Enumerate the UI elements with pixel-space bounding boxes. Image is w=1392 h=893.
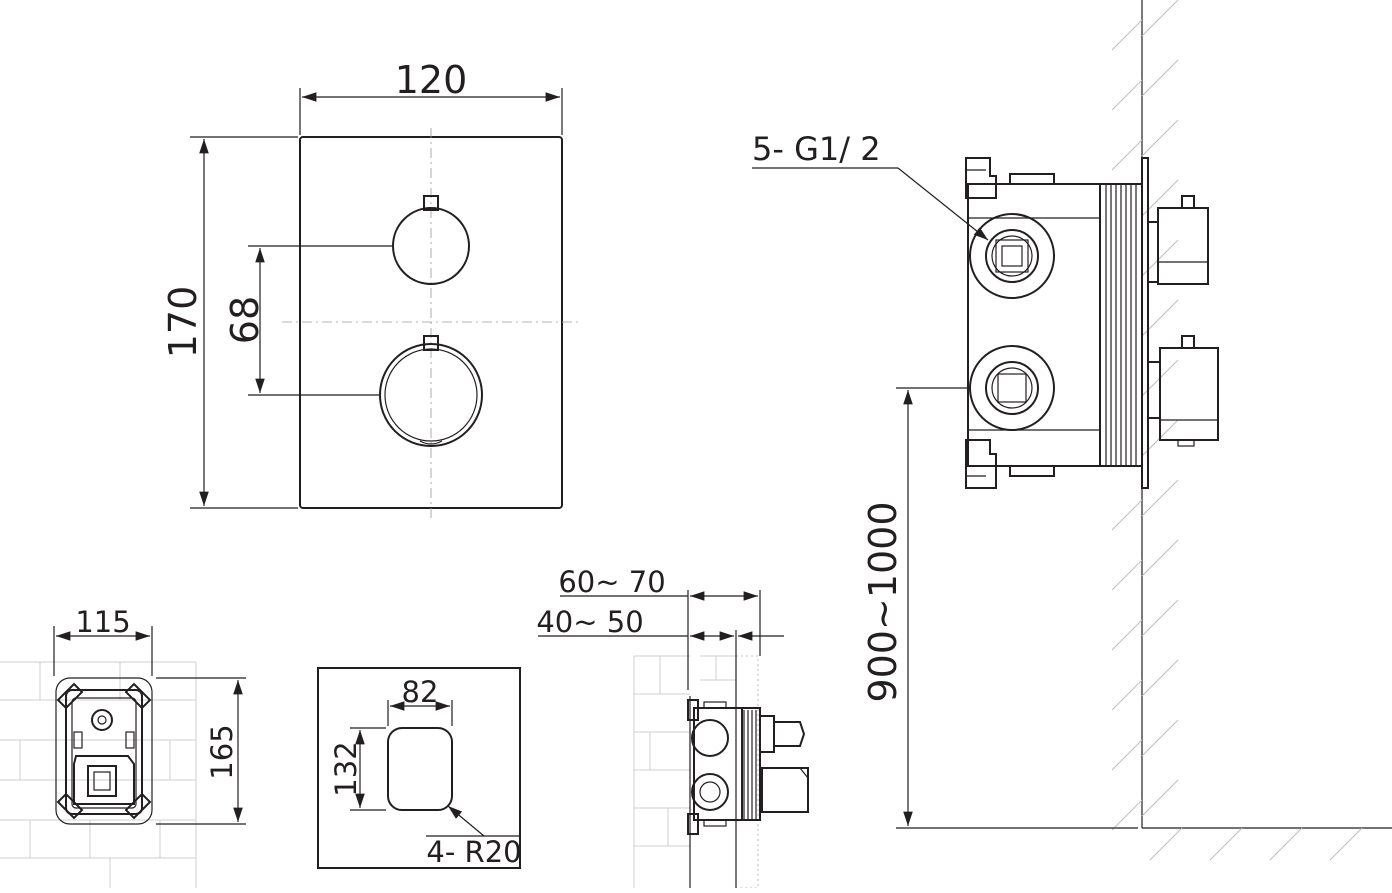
- threaded-sleeve: [1099, 157, 1149, 489]
- cutout-view: 82 132 4- R20: [317, 667, 522, 869]
- cutout-frame: [317, 667, 521, 869]
- cutout-height-label: 132: [329, 741, 363, 796]
- inner-depth-label: 40~ 50: [536, 605, 643, 639]
- cutout-width-label: 82: [402, 675, 439, 709]
- section-valve-body: [693, 707, 743, 821]
- lower-knob: [379, 335, 483, 447]
- side-view: 5- G1/ 2 900~1000: [752, 0, 1392, 861]
- wall-section-view: 60~ 70 40~ 50: [536, 565, 809, 889]
- front-width-label: 120: [395, 58, 468, 102]
- outer-depth-label: 60~ 70: [558, 565, 665, 599]
- box-height-label: 165: [205, 724, 239, 779]
- front-height-label: 170: [161, 286, 205, 359]
- upper-port: [969, 213, 1055, 299]
- mounting-box: [65, 689, 143, 815]
- upper-knob: [392, 195, 470, 285]
- cutout-radius-label: 4- R20: [426, 835, 521, 869]
- cutout-opening: [387, 727, 453, 811]
- connection-label: 5- G1/ 2: [752, 130, 881, 168]
- upper-cartridge: [1147, 195, 1209, 285]
- box-width-label: 115: [75, 605, 130, 639]
- mount-height-label: 900~1000: [861, 501, 905, 702]
- lower-port: [969, 345, 1055, 431]
- lower-cartridge: [1147, 335, 1219, 447]
- wall-hatch: [1111, 0, 1392, 861]
- front-view: 120 170 68: [161, 58, 580, 520]
- box-view: 115 165: [0, 605, 246, 888]
- knob-spacing-label: 68: [223, 296, 267, 344]
